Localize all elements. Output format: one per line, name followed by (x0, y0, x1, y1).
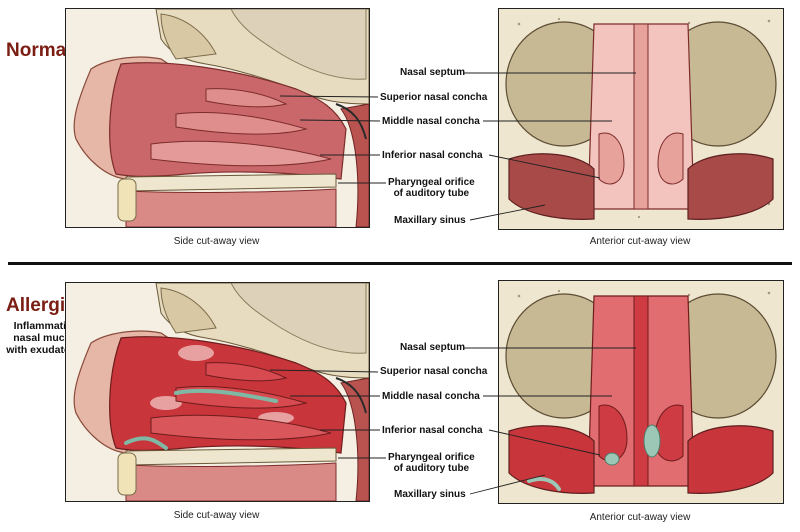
rhinitis-anterior-caption: Anterior cut-away view (589, 512, 691, 523)
rhinitis-label-inferior-concha: Inferior nasal concha (382, 425, 483, 436)
normal-anterior-view-image (498, 8, 784, 230)
normal-label-maxillary-sinus: Maxillary sinus (394, 215, 466, 226)
rhinitis-label-pharyngeal-orifice: Pharyngeal orifice of auditory tube (388, 452, 475, 474)
normal-anterior-caption: Anterior cut-away view (589, 236, 691, 247)
normal-label-inferior-concha: Inferior nasal concha (382, 150, 483, 161)
rhinitis-label-maxillary-sinus: Maxillary sinus (394, 489, 466, 500)
rhinitis-side-caption: Side cut-away view (173, 510, 260, 521)
normal-label-middle-concha: Middle nasal concha (382, 116, 480, 127)
section-divider (8, 262, 792, 265)
normal-label-nasal-septum: Nasal septum (400, 67, 466, 78)
rhinitis-label-nasal-septum: Nasal septum (400, 342, 466, 353)
normal-label-pharyngeal-orifice: Pharyngeal orifice of auditory tube (388, 177, 475, 199)
normal-label-superior-concha: Superior nasal concha (380, 92, 488, 103)
rhinitis-side-view-image (65, 282, 370, 502)
rhinitis-anterior-view-image (498, 280, 784, 504)
rhinitis-label-superior-concha: Superior nasal concha (380, 366, 488, 377)
normal-side-view-image (65, 8, 370, 228)
normal-side-caption: Side cut-away view (173, 236, 260, 247)
rhinitis-label-middle-concha: Middle nasal concha (382, 391, 480, 402)
